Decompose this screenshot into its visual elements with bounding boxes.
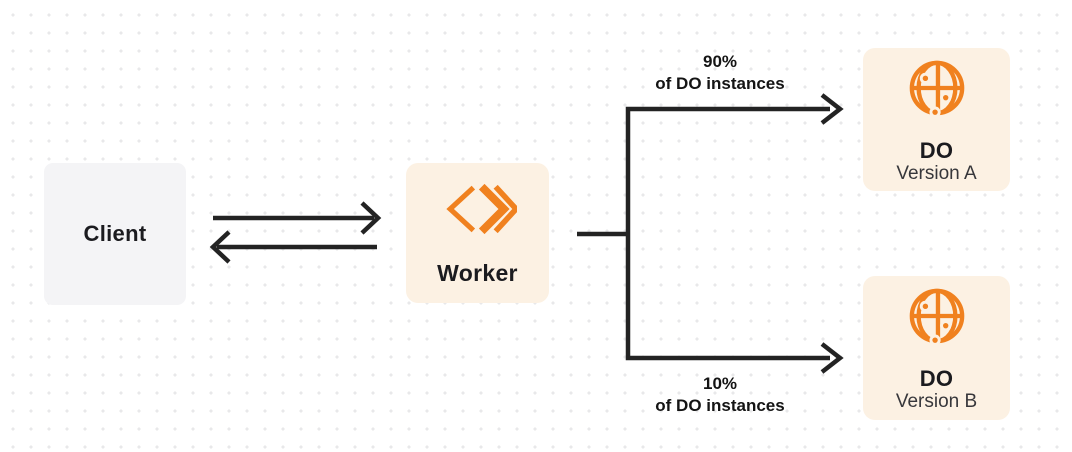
do-b-title: DO (919, 366, 954, 391)
do-b-subtitle: Version B (895, 391, 978, 412)
arrowhead-left-icon (209, 230, 231, 264)
do-a-title: DO (919, 138, 954, 163)
worker-label: Worker (437, 260, 518, 286)
split-label-90: 90% of DO instances (610, 51, 830, 95)
arrowhead-do-a-icon (820, 93, 844, 125)
split-caption-b: of DO instances (655, 396, 785, 415)
workers-chevrons-icon (445, 183, 517, 235)
node-client: Client (44, 163, 186, 305)
split-percent-a: 90% (702, 52, 738, 71)
split-caption-a: of DO instances (655, 74, 785, 93)
node-do-version-a: DO Version A (863, 48, 1010, 191)
durable-object-globe-icon (909, 288, 964, 345)
node-worker: Worker (406, 163, 549, 303)
split-wire (577, 106, 830, 361)
split-label-10: 10% of DO instances (610, 373, 830, 417)
node-do-version-b: DO Version B (863, 276, 1010, 420)
arrowhead-do-b-icon (820, 342, 844, 374)
split-percent-b: 10% (702, 374, 738, 393)
client-label: Client (83, 221, 147, 246)
do-a-subtitle: Version A (896, 163, 977, 184)
arrowhead-right-icon (360, 201, 382, 235)
durable-object-globe-icon (909, 60, 964, 117)
